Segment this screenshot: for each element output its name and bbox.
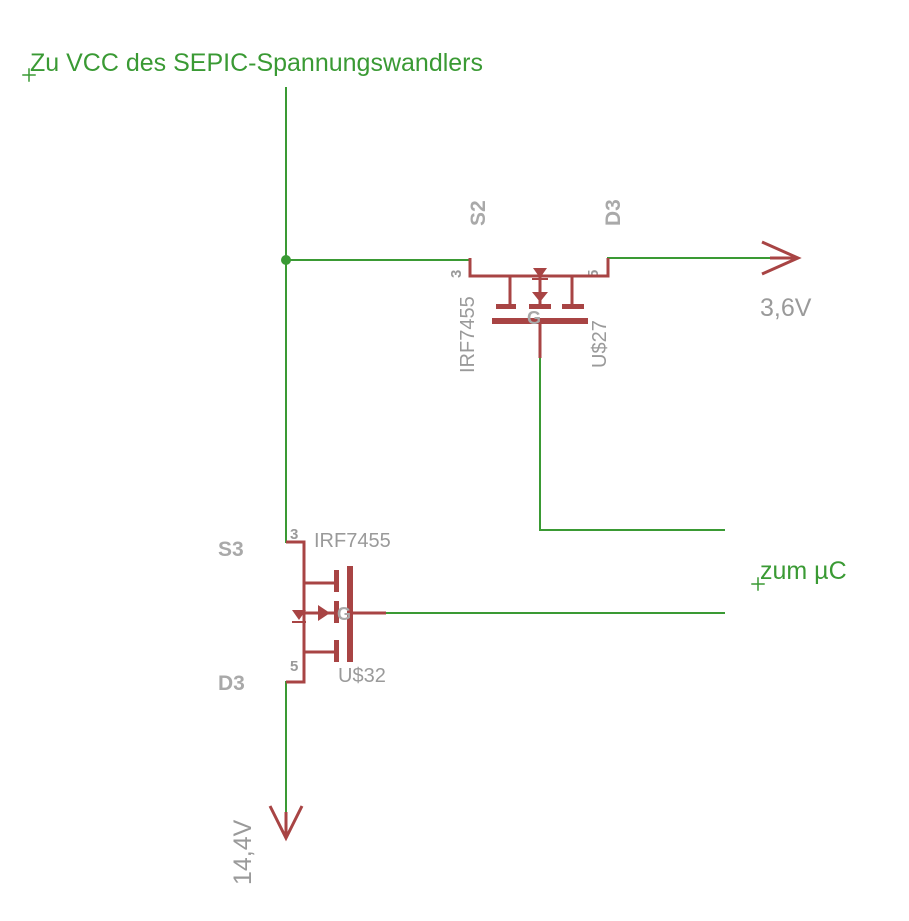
lower-mosfet-value: IRF7455 [314, 530, 391, 552]
vcc-net-label-text: Zu VCC des SEPIC-Spannungswandlers [30, 49, 483, 77]
lower-mosfet: S3 D3 3 5 G IRF7455 U$32 [218, 526, 391, 695]
lower-mosfet-name: U$32 [338, 665, 386, 687]
upper-mosfet-value: IRF7455 [457, 296, 479, 373]
supply-in-symbol: 14,4V [229, 805, 304, 885]
lower-mosfet-gate-letter: G [337, 604, 351, 624]
lower-mosfet-pin-s-num: 3 [290, 526, 298, 543]
upper-mosfet-pin-s-label: S2 [467, 200, 490, 226]
lower-mosfet-pin-d-label: D3 [218, 672, 245, 695]
upper-mosfet-pin-d-num: 5 [585, 270, 602, 278]
lower-mosfet-pin-s-label: S3 [218, 538, 244, 561]
supply-out-symbol: 3,6V [760, 240, 812, 322]
upper-mosfet-name: U$27 [589, 320, 611, 368]
uc-net-label-text: zum µC [760, 557, 847, 585]
vcc-net-label: Zu VCC des SEPIC-Spannungswandlers [22, 49, 483, 82]
upper-mosfet-pin-d-label: D3 [602, 199, 625, 226]
upper-mosfet-pin-s-num: 3 [448, 270, 465, 278]
uc-net-label: zum µC [751, 557, 847, 591]
wires [281, 87, 791, 833]
upper-mosfet: S2 D3 3 5 G IRF7455 U$27 [448, 199, 625, 373]
lower-mosfet-pin-d-num: 5 [290, 658, 298, 675]
junction-dot [281, 255, 291, 265]
supply-out-label: 3,6V [760, 294, 812, 322]
upper-mosfet-gate-letter: G [527, 308, 541, 328]
supply-in-label: 14,4V [229, 819, 257, 885]
